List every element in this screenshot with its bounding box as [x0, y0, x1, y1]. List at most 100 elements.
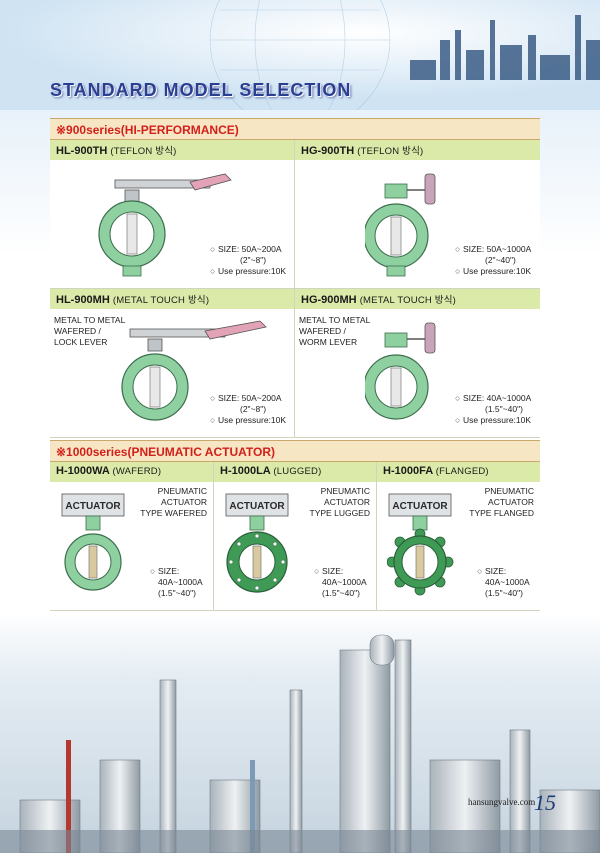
model-header: H-1000WA (WAFERD) — [50, 462, 213, 482]
spec-size-range: 40A~1000A — [158, 577, 203, 587]
model-specs: ○SIZE: 50A~1000A (2"~40") ○Use pressure:… — [455, 244, 532, 276]
series-900-row-1: HL-900TH (TEFLON 방식) ○SIZE: 50A~200A — [50, 140, 540, 289]
note-line: PNEUMATIC — [320, 486, 370, 496]
model-body: ACTUATOR PNEUMATIC — [377, 482, 540, 610]
note-line: ACTUATOR — [488, 497, 534, 507]
series-1000-section: ※1000series(PNEUMATIC ACTUATOR) H-1000WA… — [50, 440, 540, 611]
flanged-actuator-valve-illustration: ACTUATOR — [387, 493, 454, 596]
model-note: PNEUMATIC ACTUATOR TYPE FLANGED — [469, 486, 534, 519]
header-background — [0, 0, 600, 110]
spec-size-inch: (1.5"~40") — [322, 588, 360, 598]
model-code: HL-900MH — [56, 294, 110, 306]
spec-size-inch: (1.5"~40") — [158, 588, 196, 598]
model-specs: ○SIZE: 40A~1000A (1.5"~40") — [477, 566, 530, 598]
series-900-row-2: HL-900MH (METAL TOUCH 방식) METAL TO METAL… — [50, 289, 540, 438]
note-line: WORM LEVER — [299, 337, 358, 347]
model-code: HG-900TH — [301, 145, 355, 157]
actuator-label: ACTUATOR — [229, 501, 285, 512]
model-note: METAL TO METAL WAFERED / WORM LEVER — [299, 315, 370, 348]
model-card-h-1000la: H-1000LA (LUGGED) ACTUATOR — [214, 462, 377, 610]
model-note: METAL TO METAL WAFERED / LOCK LEVER — [54, 315, 125, 348]
model-header: H-1000LA (LUGGED) — [214, 462, 376, 482]
spec-size: SIZE: 50A~1000A — [463, 244, 532, 254]
spec-pressure: Use pressure:10K — [463, 266, 532, 276]
model-specs: ○SIZE: 40A~1000A (1.5"~40") — [314, 566, 367, 598]
model-specs: ○SIZE: 40A~1000A (1.5"~40") ○Use pressur… — [455, 393, 532, 425]
model-card-h-1000fa: H-1000FA (FLANGED) ACTUATOR — [377, 462, 540, 610]
note-line: METAL TO METAL — [54, 315, 126, 325]
spec-pressure: Use pressure:10K — [218, 266, 287, 276]
note-line: PNEUMATIC — [157, 486, 207, 496]
spec-size: SIZE: — [158, 566, 180, 576]
model-body: ACTUATOR PNEUMATIC ACTUATOR TYPE WAFERED… — [50, 482, 213, 610]
note-line: PNEUMATIC — [484, 486, 534, 496]
spec-size: SIZE: — [485, 566, 507, 576]
note-line: ACTUATOR — [324, 497, 370, 507]
note-line: TYPE WAFERED — [140, 508, 207, 518]
footer-website: hansungvalve.com — [468, 797, 536, 807]
note-line: ACTUATOR — [161, 497, 207, 507]
gear-valve-illustration — [365, 322, 436, 420]
model-type: (FLANGED) — [435, 466, 489, 477]
model-specs: ○SIZE: 50A~200A (2"~8") ○Use pressure:10… — [210, 393, 287, 425]
note-line: TYPE FLANGED — [469, 508, 534, 518]
spec-size-range: 40A~1000A — [322, 577, 367, 587]
model-body: METAL TO METAL WAFERED / WORM LEVER ○SIZ… — [295, 309, 540, 437]
spec-size-inch: (1.5"~40") — [485, 404, 523, 414]
model-body: ○SIZE: 50A~200A (2"~8") ○Use pressure:10… — [50, 160, 294, 288]
model-body: METAL TO METAL WAFERED / LOCK LEVER ○SIZ… — [50, 309, 294, 437]
spec-size: SIZE: 50A~200A — [218, 393, 282, 403]
model-body: ACTUATOR PNEUMATIC — [214, 482, 376, 610]
spec-size-range: 40A~1000A — [485, 577, 530, 587]
model-code: HG-900MH — [301, 294, 357, 306]
model-code: HL-900TH — [56, 145, 108, 157]
model-body: ○SIZE: 50A~1000A (2"~40") ○Use pressure:… — [295, 160, 540, 288]
wafered-actuator-valve-illustration: ACTUATOR — [61, 493, 125, 591]
series-1000-heading: ※1000series(PNEUMATIC ACTUATOR) — [50, 440, 540, 462]
note-line: LOCK LEVER — [54, 337, 108, 347]
page-number: 15 — [534, 790, 556, 815]
model-code: H-1000LA — [220, 465, 271, 477]
series-900-section: ※900series(HI-PERFORMANCE) HL-900TH (TEF… — [50, 118, 540, 438]
model-specs: ○SIZE: 50A~200A (2"~8") ○Use pressure:10… — [210, 244, 287, 276]
series-900-heading: ※900series(HI-PERFORMANCE) — [50, 118, 540, 140]
series-1000-row: H-1000WA (WAFERD) ACTUATOR PNEUMATIC A — [50, 462, 540, 611]
model-note: PNEUMATIC ACTUATOR TYPE LUGGED — [310, 486, 370, 519]
refinery-background-image — [0, 630, 600, 853]
spec-size: SIZE: 50A~200A — [218, 244, 282, 254]
spec-size: SIZE: 40A~1000A — [463, 393, 532, 403]
model-note: PNEUMATIC ACTUATOR TYPE WAFERED — [140, 486, 207, 519]
lugged-actuator-valve-illustration: ACTUATOR — [225, 493, 289, 593]
model-card-hl-900th: HL-900TH (TEFLON 방식) ○SIZE: 50A~200A — [50, 140, 295, 288]
model-type: (WAFERD) — [112, 466, 162, 477]
model-code: H-1000FA — [383, 465, 433, 477]
actuator-label: ACTUATOR — [392, 501, 448, 512]
actuator-label: ACTUATOR — [65, 501, 121, 512]
note-line: METAL TO METAL — [299, 315, 371, 325]
model-header: H-1000FA (FLANGED) — [377, 462, 540, 482]
model-type: (METAL TOUCH 방식) — [112, 295, 210, 306]
model-code: H-1000WA — [56, 465, 110, 477]
model-type: (LUGGED) — [273, 466, 322, 477]
note-line: WAFERED / — [299, 326, 346, 336]
page-title: STANDARD MODEL SELECTION — [50, 80, 352, 100]
note-line: TYPE LUGGED — [309, 508, 370, 518]
spec-size: SIZE: — [322, 566, 344, 576]
spec-size-inch: (2"~8") — [240, 255, 267, 265]
spec-size-inch: (2"~8") — [240, 404, 267, 414]
spec-size-inch: (2"~40") — [485, 255, 516, 265]
spec-pressure: Use pressure:10K — [218, 415, 287, 425]
spec-size-inch: (1.5"~40") — [485, 588, 523, 598]
model-card-hg-900mh: HG-900MH (METAL TOUCH 방식) METAL TO METAL… — [295, 289, 540, 437]
model-card-hl-900mh: HL-900MH (METAL TOUCH 방식) METAL TO METAL… — [50, 289, 295, 437]
lever-valve-illustration — [121, 320, 267, 421]
model-header: HG-900TH (TEFLON 방식) — [295, 140, 540, 160]
gear-valve-illustration — [365, 173, 436, 277]
model-header: HL-900TH (TEFLON 방식) — [50, 140, 294, 160]
note-line: WAFERED / — [54, 326, 101, 336]
model-type: (TEFLON 방식) — [110, 146, 177, 157]
model-card-hg-900th: HG-900TH (TEFLON 방식) ○SIZE: 50A~1000 — [295, 140, 540, 288]
model-header: HG-900MH (METAL TOUCH 방식) — [295, 289, 540, 309]
model-specs: ○SIZE: 40A~1000A (1.5"~40") — [150, 566, 203, 598]
lever-valve-illustration — [98, 173, 232, 277]
